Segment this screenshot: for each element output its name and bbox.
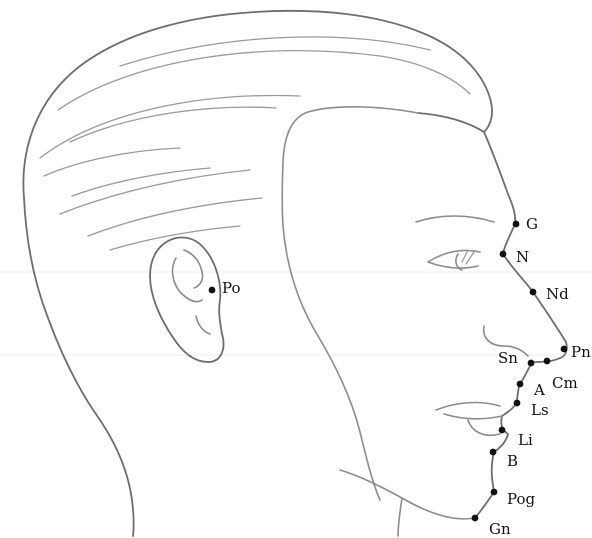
landmark-label-b: B <box>507 452 518 470</box>
mouth-corner <box>468 420 500 435</box>
cheek-contour <box>283 226 380 500</box>
landmark-label-pn: Pn <box>571 343 591 361</box>
landmark-dot-sn <box>528 360 535 367</box>
eye-lash <box>462 250 468 262</box>
landmark-label-sn: Sn <box>498 349 518 367</box>
landmark-dot-gn <box>472 515 479 522</box>
landmark-label-nd: Nd <box>546 285 569 303</box>
neck-line <box>398 498 402 536</box>
ear-inner <box>173 258 202 302</box>
landmark-label-pog: Pog <box>507 490 536 508</box>
landmark-dot-g <box>513 221 520 228</box>
eye-lash <box>466 252 474 264</box>
landmark-label-g: G <box>526 215 538 233</box>
hair-strand <box>60 170 250 214</box>
landmark-dot-n <box>500 251 507 258</box>
landmark-dot-a <box>517 381 524 388</box>
eye-lower-lid <box>428 262 478 268</box>
landmark-label-gn: Gn <box>489 520 511 538</box>
landmark-dot-pog <box>491 489 498 496</box>
hair-strand <box>72 168 210 196</box>
hair-strand <box>88 198 262 236</box>
hair-strand <box>44 148 180 176</box>
landmark-label-n: N <box>516 248 529 266</box>
landmark-label-cm: Cm <box>552 374 578 392</box>
landmark-label-a: A <box>533 381 545 399</box>
mouth-line <box>444 414 502 419</box>
upper-lip <box>436 403 500 410</box>
landmark-label-po: Po <box>222 279 241 297</box>
eyebrow <box>416 216 494 222</box>
ear-lobe <box>196 316 210 334</box>
ear-outline <box>150 237 223 362</box>
head-outline <box>23 11 492 536</box>
landmark-dot-li <box>499 427 506 434</box>
eye-upper-lid <box>428 250 480 262</box>
landmark-dot-po <box>209 287 216 294</box>
hair-strand <box>58 51 470 110</box>
landmark-dot-nd <box>530 289 537 296</box>
hairline <box>282 107 418 226</box>
landmark-dot-pn <box>561 346 568 353</box>
landmark-label-ls: Ls <box>531 401 549 419</box>
landmarks: GN NdPn SnCm A LsLiB PogGn Po <box>209 215 591 538</box>
facial-profile <box>475 132 567 518</box>
landmark-label-li: Li <box>518 431 533 449</box>
back-of-head <box>24 198 134 536</box>
landmark-dot-ls <box>514 400 521 407</box>
landmark-dot-b <box>490 449 497 456</box>
landmark-dot-cm <box>544 358 551 365</box>
ear-helix <box>184 250 203 288</box>
jaw-line <box>340 470 475 519</box>
